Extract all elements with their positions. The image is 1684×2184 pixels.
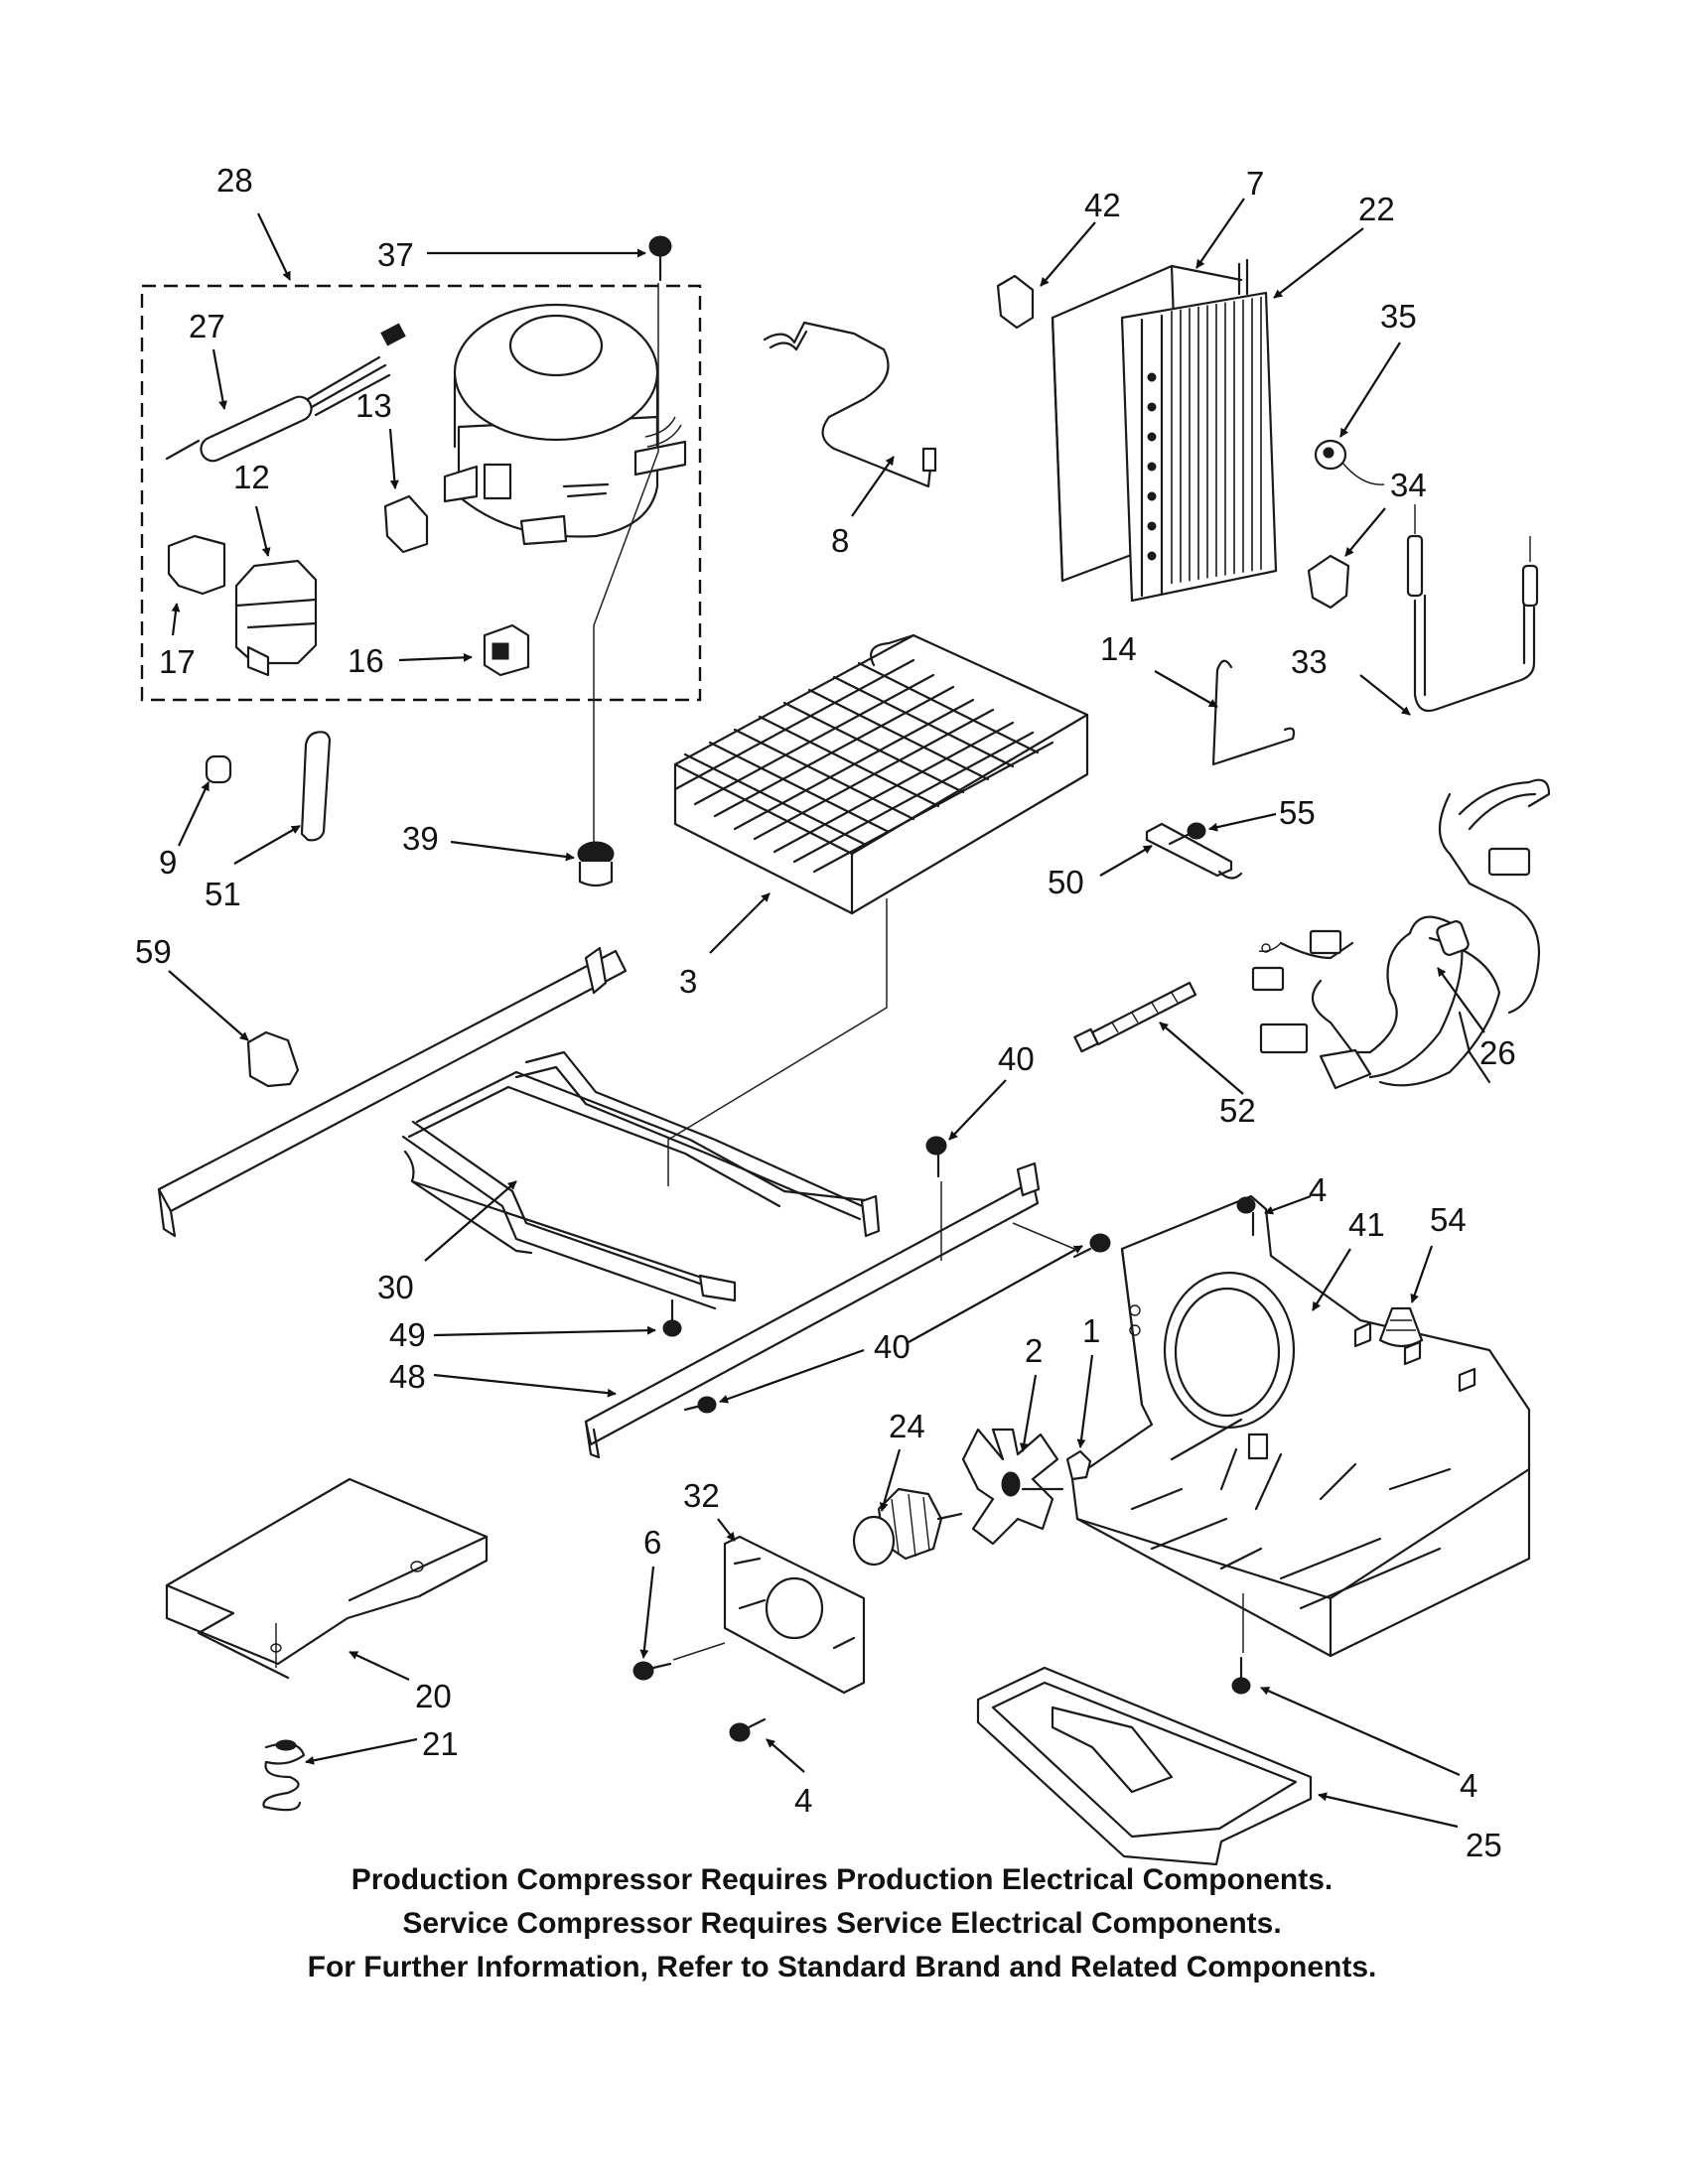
callout-41: 41 [1348, 1206, 1385, 1243]
callout-labels: 28 37 27 13 12 17 16 42 7 22 35 34 8 14 … [135, 162, 1516, 1863]
overload-cap-17 [167, 534, 226, 596]
note-production: Production Compressor Requires Productio… [351, 1863, 1333, 1896]
bracket-50 [1145, 822, 1243, 880]
callout-24: 24 [889, 1408, 925, 1444]
leader-lines [168, 198, 1485, 1829]
callout-21: 21 [422, 1725, 459, 1762]
screw-37 [648, 235, 672, 282]
clip-1 [1065, 1449, 1092, 1481]
cross-rail-48 [584, 1161, 1041, 1459]
callout-32: 32 [683, 1477, 720, 1514]
callout-34: 34 [1390, 467, 1427, 503]
wire-hanger-14 [1211, 659, 1296, 766]
callout-30: 30 [377, 1269, 414, 1305]
clip-42 [996, 274, 1035, 330]
screw-40-top [925, 1136, 947, 1178]
clip-13 [383, 494, 429, 554]
screw-40-side [1072, 1233, 1111, 1259]
diagram-notes: Production Compressor Requires Productio… [0, 1858, 1684, 1989]
relay-12 [234, 559, 318, 677]
motor-bracket-32 [723, 1535, 866, 1695]
wire-harness-26 [1251, 778, 1551, 1090]
callout-40-bottom: 40 [874, 1328, 911, 1365]
callout-4-lower: 4 [794, 1782, 812, 1819]
defrost-thermostat-35 [1314, 439, 1385, 485]
callout-42: 42 [1084, 187, 1121, 223]
screw-40-bottom [683, 1396, 717, 1414]
compressor-assembly-boundary [140, 284, 702, 702]
callout-28: 28 [216, 162, 253, 199]
callout-27: 27 [189, 308, 225, 344]
callout-54: 54 [1430, 1201, 1467, 1238]
callout-51: 51 [205, 876, 241, 912]
cable-tie-52 [1073, 981, 1197, 1053]
callout-55: 55 [1279, 794, 1316, 831]
callout-13: 13 [355, 387, 392, 424]
callout-35: 35 [1380, 298, 1417, 335]
callout-20: 20 [415, 1678, 452, 1714]
callout-37: 37 [377, 236, 414, 273]
callout-48: 48 [389, 1358, 426, 1395]
drain-heater-33 [1406, 504, 1539, 713]
fan-motor-24 [852, 1487, 963, 1567]
cover-plate-20 [165, 1477, 489, 1680]
callout-14: 14 [1100, 630, 1137, 667]
note-service: Service Compressor Requires Service Elec… [402, 1907, 1282, 1940]
clip-59 [246, 1030, 300, 1088]
note-further-information: For Further Information, Refer to Standa… [307, 1951, 1377, 1983]
callout-7: 7 [1246, 165, 1264, 202]
screw-37-axis [593, 283, 659, 874]
screw-4-right [1231, 1656, 1251, 1695]
callout-25: 25 [1466, 1827, 1502, 1863]
callout-59: 59 [135, 933, 172, 970]
callout-17: 17 [159, 643, 196, 680]
callout-52: 52 [1219, 1092, 1256, 1129]
callout-50: 50 [1048, 864, 1084, 900]
discharge-tube-8 [763, 321, 933, 488]
evaporator-coil-22 [1120, 258, 1278, 603]
callout-3: 3 [679, 963, 697, 1000]
cap-9 [205, 754, 232, 784]
tube-51 [300, 731, 332, 842]
callout-26: 26 [1479, 1034, 1516, 1071]
drain-pan-25 [976, 1666, 1313, 1866]
clip-34 [1307, 554, 1350, 610]
screw-55 [1168, 822, 1206, 846]
condenser-coil-3 [673, 633, 1089, 915]
capacitor-16 [483, 623, 530, 677]
callout-12: 12 [233, 459, 270, 495]
callout-33: 33 [1291, 643, 1328, 680]
condenser-coil-3-axis [667, 898, 888, 1186]
callout-40-top: 40 [998, 1040, 1035, 1077]
grommet-39 [577, 841, 615, 887]
callout-9: 9 [159, 844, 177, 881]
callout-4-right: 4 [1460, 1767, 1477, 1804]
callout-8: 8 [831, 522, 849, 559]
screw-6 [632, 1661, 672, 1681]
callout-49: 49 [389, 1316, 426, 1353]
screw-4-top [1236, 1196, 1256, 1237]
callout-16: 16 [348, 642, 384, 679]
callout-22: 22 [1358, 191, 1395, 227]
callout-1: 1 [1082, 1312, 1100, 1349]
callout-39: 39 [402, 820, 439, 857]
fan-shroud-41 [1070, 1194, 1531, 1658]
callout-6: 6 [643, 1524, 661, 1561]
callout-4-top: 4 [1309, 1171, 1327, 1208]
spring-21 [262, 1739, 306, 1812]
capillary-sensor-27 [165, 323, 406, 463]
compressor [443, 303, 687, 546]
fan-blade-2 [961, 1428, 1064, 1546]
callout-2: 2 [1025, 1332, 1043, 1369]
screw-4-lower [729, 1717, 767, 1742]
base-rail-30 [157, 946, 881, 1310]
wire-nut-54 [1378, 1306, 1424, 1348]
screw-49 [662, 1298, 682, 1337]
